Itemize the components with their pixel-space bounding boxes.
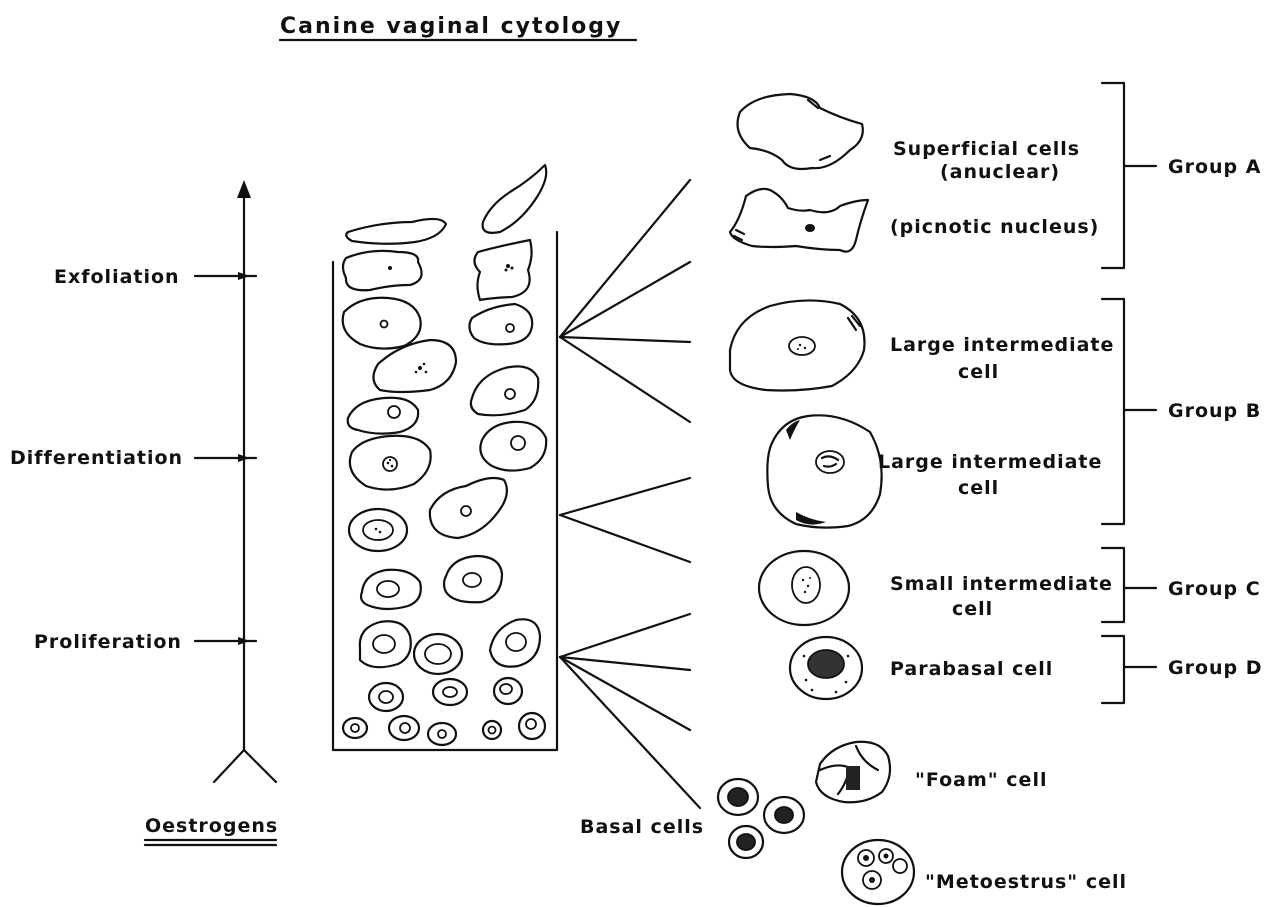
bracket-group-b	[1102, 299, 1124, 524]
differentiation-arrow-icon	[195, 454, 256, 462]
label-group-c: Group C	[1168, 578, 1261, 600]
stage-label-exfoliation: Exfoliation	[54, 266, 180, 288]
label-large-intermediate-2: Large intermediate	[878, 451, 1102, 473]
label-small-intermediate: Small intermediate	[890, 573, 1113, 595]
label-large-intermediate-2-cell: cell	[958, 477, 999, 499]
label-large-intermediate-1: Large intermediate	[890, 334, 1114, 356]
detail-cells	[718, 94, 914, 904]
label-foam-cell: "Foam" cell	[915, 769, 1047, 791]
oestrogen-axis	[214, 180, 276, 782]
bracket-group-a	[1102, 83, 1124, 268]
intermediate-cell-2	[469, 304, 532, 344]
stage-label-differentiation: Differentiation	[10, 447, 183, 469]
label-group-a: Group A	[1168, 156, 1261, 178]
label-metoestrus-cell: "Metoestrus" cell	[925, 871, 1127, 893]
exfoliated-cell-1	[346, 219, 446, 244]
superficial-picnotic-cell	[730, 189, 868, 252]
label-parabasal-cell: Parabasal cell	[890, 658, 1053, 680]
epithelium-cells	[343, 165, 547, 745]
label-picnotic-nucleus: (picnotic nucleus)	[890, 216, 1099, 238]
group-brackets	[1102, 83, 1156, 703]
picnotic-nucleus	[805, 224, 815, 232]
intermediate-cell-5	[348, 398, 418, 434]
stage-label-proliferation: Proliferation	[34, 631, 182, 653]
label-large-intermediate-1-cell: cell	[958, 361, 999, 383]
bracket-group-d	[1102, 636, 1124, 703]
label-small-intermediate-cell: cell	[952, 598, 993, 620]
label-anuclear: (anuclear)	[940, 161, 1060, 183]
label-basal-cells: Basal cells	[580, 816, 704, 838]
intermediate-cell-4	[471, 366, 538, 415]
superficial-cell-1	[343, 251, 422, 290]
label-group-b: Group B	[1168, 400, 1261, 422]
label-superficial-cells: Superficial cells	[893, 138, 1080, 160]
label-group-d: Group D	[1168, 657, 1263, 679]
diagram-title: Canine vaginal cytology	[280, 14, 622, 39]
superficial-cell-2	[474, 240, 531, 300]
exfoliated-cell-2	[483, 165, 547, 233]
superficial-anuclear-cell	[738, 94, 863, 169]
connector-lines	[560, 180, 700, 808]
oestrogens-label: Oestrogens	[145, 815, 278, 837]
exfoliation-arrow-icon	[195, 272, 256, 280]
proliferation-arrow-icon	[195, 637, 256, 645]
